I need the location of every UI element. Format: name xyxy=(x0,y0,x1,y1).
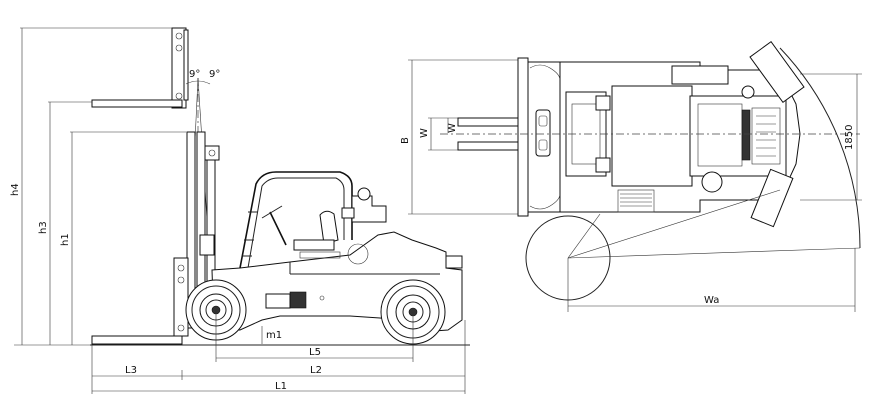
horizontal-dimensions xyxy=(91,320,466,394)
side-view: 9° 9° xyxy=(10,27,470,394)
raised-carriage xyxy=(91,27,189,109)
dim-L1-label: L1 xyxy=(275,381,287,392)
dim-L5-label: L5 xyxy=(309,347,321,358)
top-view: B W W xyxy=(400,41,862,312)
top-carriage xyxy=(517,57,561,217)
tilt-angle-forward: 9° xyxy=(189,69,200,80)
dim-h3-label: h3 xyxy=(38,221,49,234)
top-engine xyxy=(689,85,787,193)
dim-W-outer-label: W xyxy=(419,128,430,138)
dim-h4-label: h4 xyxy=(10,183,21,196)
overhead-guard xyxy=(239,171,353,269)
turning-radius-arc xyxy=(779,47,861,249)
vertical-dimensions xyxy=(14,28,90,346)
dim-B-label: B xyxy=(400,137,411,144)
dim-L2-label: L2 xyxy=(310,365,322,376)
tilt-angle-backward: 9° xyxy=(209,69,220,80)
dim-L3-label: L3 xyxy=(125,365,137,376)
lowered-fork xyxy=(91,335,183,345)
dim-h1-label: h1 xyxy=(60,233,71,246)
dim-Wa-label: Wa xyxy=(704,295,719,306)
engine-intake xyxy=(341,187,387,223)
dim-m1-label: m1 xyxy=(266,330,282,341)
dim-W-inner-label: W xyxy=(447,123,458,133)
dim-1850-label: 1850 xyxy=(844,125,855,150)
top-rear-wheels xyxy=(749,41,805,228)
seat-and-steering xyxy=(261,205,339,251)
